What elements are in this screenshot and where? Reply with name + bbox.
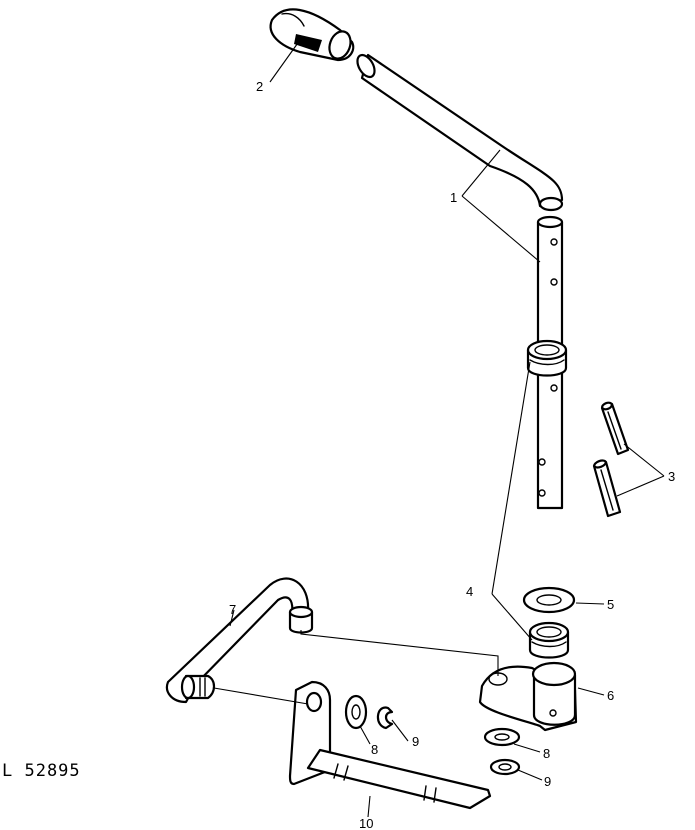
part-6-lever-arm (478, 661, 578, 732)
callout-3: 3 (668, 469, 675, 484)
part-5-washer (522, 586, 576, 614)
callout-7: 7 (229, 602, 236, 617)
part-3-pins (592, 401, 630, 518)
part-2-knob (269, 8, 355, 62)
part-4-bushing-lower (528, 621, 570, 659)
callout-1: 1 (450, 190, 457, 205)
part-7-bent-link (165, 577, 314, 704)
callout-9-upper: 9 (412, 734, 419, 749)
callout-5: 5 (607, 597, 614, 612)
part-1-upper-lever (356, 53, 564, 212)
callout-2: 2 (256, 79, 263, 94)
alignment-lines (213, 630, 499, 705)
callout-labels: 1 2 3 4 5 6 7 8 8 9 9 10 (229, 79, 675, 830)
part-10-shaft (288, 680, 492, 810)
part-9-clip-lower (489, 758, 521, 776)
part-9-clip-upper (376, 706, 394, 730)
callout-8-lower: 8 (543, 746, 550, 761)
callout-10: 10 (359, 816, 373, 830)
part-4-bushing-upper (526, 339, 568, 377)
part-8-washer-lower (483, 727, 521, 747)
figure-code: L 52895 (2, 761, 81, 781)
callout-8-upper: 8 (371, 742, 378, 757)
callout-6: 6 (607, 688, 614, 703)
part-8-washer-upper (344, 694, 368, 730)
callout-4: 4 (466, 584, 473, 599)
callout-9-lower: 9 (544, 774, 551, 789)
leader-lines (229, 39, 665, 818)
